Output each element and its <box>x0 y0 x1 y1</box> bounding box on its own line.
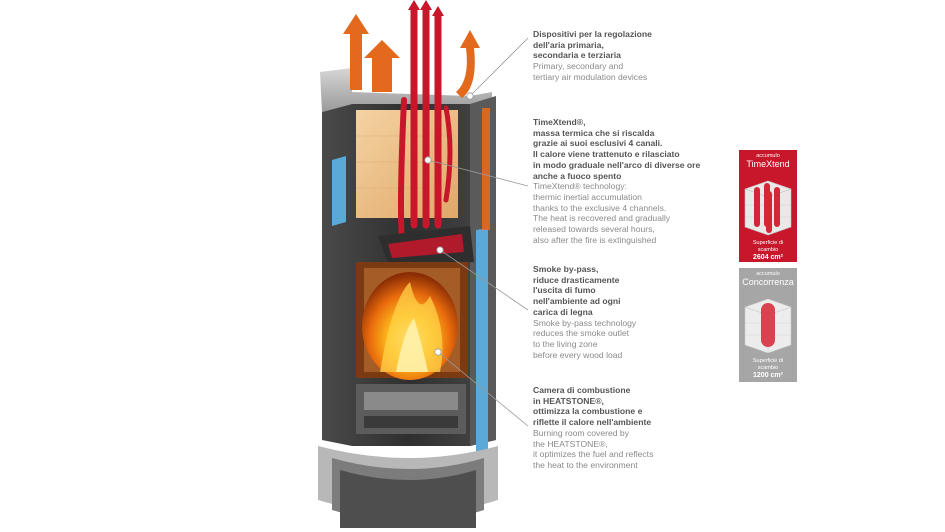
callout-smoke-bypass-en: Smoke by-pass technology reduces the smo… <box>533 317 637 360</box>
callout-smoke-bypass: Smoke by-pass, riduce drasticamente l'us… <box>533 264 703 360</box>
smoke-arrow-3 <box>432 6 444 16</box>
hot-air-arrow-left <box>343 14 369 90</box>
badge-timextend-title: TimeXtend <box>746 159 790 169</box>
callout-smoke-bypass-it: Smoke by-pass, riduce drasticamente l'us… <box>533 264 621 317</box>
badge-concorrenza-footer: Superficie di scambio 1200 cm² <box>739 355 797 380</box>
badge-timextend-foot-value: 2604 cm² <box>753 254 783 261</box>
callout-combustion-chamber: Camera di combustione in HEATSTONE®, ott… <box>533 385 703 471</box>
badge-timextend: accumulo TimeXtend Superficie di scambio… <box>739 150 797 262</box>
callout-air-regulation: Dispositivi per la regolazione dell'aria… <box>533 29 703 83</box>
callout-air-regulation-en: Primary, secondary and tertiary air modu… <box>533 61 648 82</box>
four-channel-mass-icon <box>744 180 792 236</box>
smoke-arrow-1 <box>408 0 420 10</box>
badge-concorrenza: accumulo Concorrenza Superficie di scamb… <box>739 268 797 382</box>
callout-timextend-en: TimeXtend® technology: thermic inertial … <box>533 181 671 245</box>
stove-top-cap <box>320 68 492 112</box>
badge-timextend-footer: Superficie di scambio 2604 cm² <box>739 237 797 262</box>
cold-air-channel-right <box>476 228 494 500</box>
cold-air-channel-left <box>332 156 346 226</box>
hot-air-arrow-right <box>456 30 480 98</box>
badge-concorrenza-foot-label: Superficie di scambio <box>752 358 784 371</box>
badge-timextend-header: accumulo TimeXtend <box>739 150 797 175</box>
single-channel-mass-icon <box>744 298 792 354</box>
badge-timextend-small: accumulo <box>756 153 780 159</box>
callout-timextend-it: TimeXtend®, massa termica che si riscald… <box>533 117 701 181</box>
badge-concorrenza-foot-value: 1200 cm² <box>753 372 783 379</box>
badge-concorrenza-small: accumulo <box>756 271 780 277</box>
callout-timextend: TimeXtend®, massa termica che si riscald… <box>533 117 703 245</box>
callout-air-regulation-it: Dispositivi per la regolazione dell'aria… <box>533 29 652 61</box>
hot-air-arrow-mid <box>364 40 400 92</box>
callout-combustion-chamber-it: Camera di combustione in HEATSTONE®, ott… <box>533 385 652 428</box>
badge-timextend-foot-label: Superficie di scambio <box>752 240 784 253</box>
badge-concorrenza-header: accumulo Concorrenza <box>739 268 797 293</box>
hot-air-channel-right <box>482 108 490 230</box>
badge-concorrenza-title: Concorrenza <box>742 277 794 287</box>
callout-combustion-chamber-en: Burning room covered by the HEATSTONE®, … <box>533 427 654 470</box>
smoke-arrow-2 <box>420 0 432 10</box>
